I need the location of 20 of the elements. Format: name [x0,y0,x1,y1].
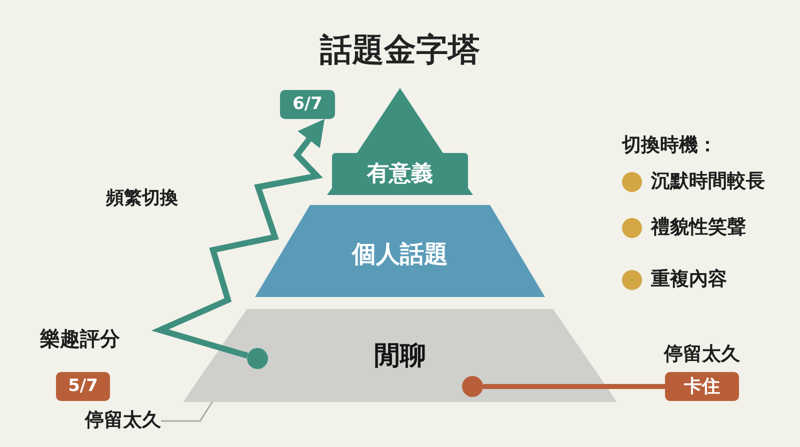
callout-text: 停留太久 [85,410,161,432]
tier-label: 閒聊 [374,342,426,372]
pyramid-apex-tier [327,88,473,195]
pyramid-base-tier [183,309,617,402]
badge-caption: 停留太久 [664,344,740,366]
pyramid-middle-tier [255,205,545,297]
tier-label: 個人話題 [352,241,448,269]
leader-line [161,402,213,422]
tier-label: 有意義 [367,161,433,187]
axis-label: 樂趣評分 [40,328,120,350]
zigzag-arrow [151,119,325,358]
title: 話題金字塔 [320,32,480,68]
connector-line [483,384,665,389]
legend-label: 重複內容 [651,269,727,291]
legend-label: 禮貌性笑聲 [651,217,746,239]
legend-heading: 切換時機： [622,135,717,157]
score-badge: 6/7 [280,90,335,119]
legend-label: 沉默時間較長 [651,171,765,193]
score-badge: 5/7 [56,372,110,401]
status-badge: 卡住 [665,372,739,401]
